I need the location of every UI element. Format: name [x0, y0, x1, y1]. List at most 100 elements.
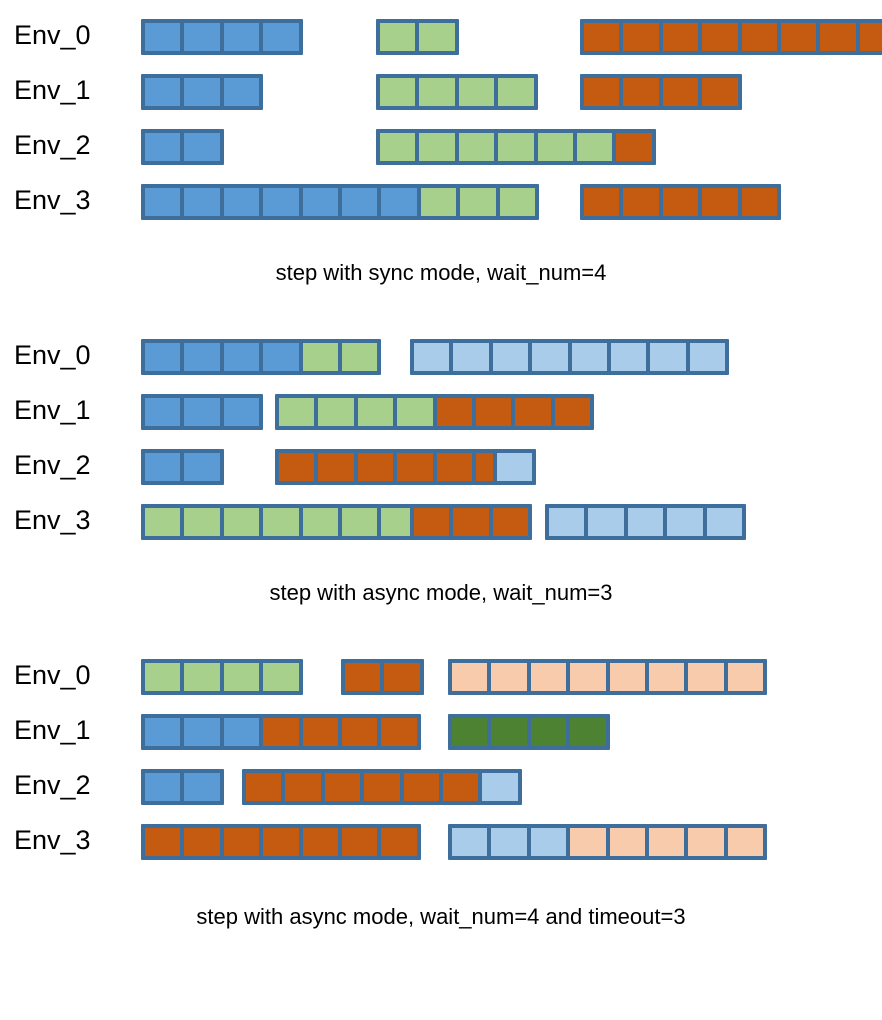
- row-track: [0, 383, 882, 438]
- step-cell-orange: [364, 773, 400, 801]
- step-block: [341, 659, 424, 695]
- step-block: [376, 19, 459, 55]
- step-cell-lightblue: [414, 343, 450, 371]
- step-cell-orange: [584, 78, 620, 106]
- step-cell-orange: [662, 23, 699, 51]
- step-block: [141, 394, 264, 430]
- section-caption: step with sync mode, wait_num=4: [275, 260, 607, 285]
- step-block: [275, 394, 595, 430]
- row-label-env_2: Env_2: [14, 450, 91, 480]
- step-cell-lightblue: [452, 828, 488, 856]
- step-cell-blue: [184, 23, 220, 51]
- step-cell-green: [380, 78, 416, 106]
- step-cell-blue: [223, 343, 260, 371]
- step-block: [580, 74, 742, 110]
- step-cell-peach: [727, 828, 764, 856]
- step-cell-blue: [145, 133, 181, 161]
- timeline-row: Env_0: [0, 8, 882, 63]
- section-caption: step with async mode, wait_num=4 and tim…: [196, 904, 686, 929]
- step-cell-orange: [184, 828, 220, 856]
- timeline-row: Env_3: [0, 813, 882, 868]
- step-cell-orange: [623, 23, 659, 51]
- step-cell-blue: [263, 343, 299, 371]
- row-track: [0, 648, 882, 703]
- step-cell-green: [397, 398, 433, 426]
- row-label-env_3: Env_3: [14, 185, 91, 215]
- step-cell-orange: [702, 23, 738, 51]
- step-cell-blue: [145, 188, 181, 216]
- step-cell-orange: [263, 718, 299, 746]
- step-cell-green: [184, 663, 220, 691]
- row-track: [0, 493, 882, 548]
- step-cell-lightblue: [571, 343, 607, 371]
- step-cell-lightblue: [530, 828, 567, 856]
- step-cell-orange: [384, 663, 420, 691]
- step-cell-blue: [184, 453, 220, 481]
- step-cell-blue: [184, 188, 220, 216]
- step-block: [141, 504, 421, 540]
- step-cell-green: [419, 23, 455, 51]
- step-cell-green: [537, 133, 573, 161]
- step-cell-orange: [341, 718, 378, 746]
- step-cell-blue: [184, 718, 220, 746]
- step-cell-peach: [688, 663, 724, 691]
- step-cell-green: [499, 188, 535, 216]
- step-cell-blue: [145, 718, 181, 746]
- step-cell-green: [419, 78, 455, 106]
- step-cell-blue: [341, 188, 378, 216]
- step-cell-orange: [341, 828, 378, 856]
- step-cell-blue: [223, 188, 260, 216]
- step-cell-darkgreen: [452, 718, 488, 746]
- step-cell-orange: [145, 828, 181, 856]
- step-block: [242, 769, 522, 805]
- step-cell-orange: [381, 828, 417, 856]
- step-cell-lightblue: [610, 343, 647, 371]
- step-block: [141, 339, 382, 375]
- step-block: [376, 129, 656, 165]
- row-label-env_3: Env_3: [14, 505, 91, 535]
- step-cell-peach: [491, 663, 527, 691]
- step-block: [448, 714, 610, 750]
- step-cell-orange: [302, 828, 338, 856]
- step-block: [580, 19, 882, 55]
- step-cell-orange: [279, 453, 315, 481]
- step-block: [410, 339, 730, 375]
- step-cell-lightblue: [549, 508, 585, 536]
- step-cell-green: [145, 663, 181, 691]
- step-cell-lightblue: [497, 453, 533, 481]
- step-cell-orange: [623, 188, 659, 216]
- step-cell-orange: [702, 188, 738, 216]
- row-label-env_1: Env_1: [14, 715, 91, 745]
- timeline-row: Env_1: [0, 63, 882, 118]
- step-cell-peach: [530, 663, 567, 691]
- step-cell-orange: [584, 188, 620, 216]
- step-cell-orange: [623, 78, 659, 106]
- step-cell-darkgreen: [530, 718, 567, 746]
- step-cell-green: [263, 508, 299, 536]
- step-cell-orange: [584, 23, 620, 51]
- step-block: [141, 824, 421, 860]
- step-cell-green: [357, 398, 394, 426]
- step-cell-green: [458, 78, 495, 106]
- step-cell-blue: [184, 773, 220, 801]
- step-block: [448, 659, 768, 695]
- step-cell-blue: [223, 718, 260, 746]
- step-cell-blue: [145, 78, 181, 106]
- step-cell-orange: [662, 188, 699, 216]
- step-cell-green: [318, 398, 354, 426]
- row-label-env_0: Env_0: [14, 660, 91, 690]
- step-cell-green: [145, 508, 181, 536]
- step-cell-blue: [184, 133, 220, 161]
- step-cell-orange: [616, 133, 652, 161]
- step-cell-blue: [223, 78, 260, 106]
- step-cell-orange: [285, 773, 321, 801]
- step-cell-lightblue: [706, 508, 742, 536]
- timeline-row: Env_0: [0, 648, 882, 703]
- step-cell-orange: [223, 828, 260, 856]
- row-track: [0, 328, 882, 383]
- step-cell-peach: [688, 828, 724, 856]
- step-cell-green: [184, 508, 220, 536]
